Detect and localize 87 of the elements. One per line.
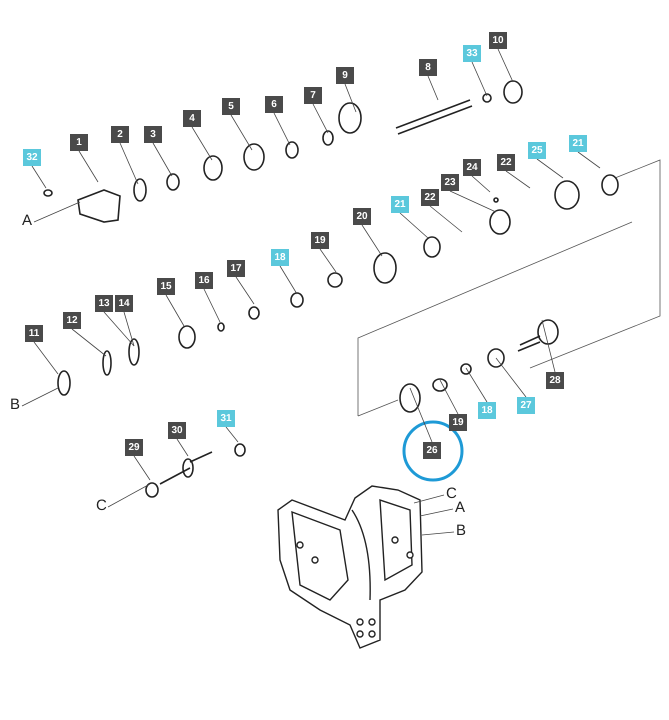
leader-line	[422, 532, 454, 536]
leader-line	[280, 266, 298, 294]
callout-number: 6	[265, 96, 283, 113]
callout-number: 28	[546, 372, 564, 389]
leader-line	[120, 142, 138, 184]
callout-number: 31	[217, 410, 235, 427]
leader-line	[536, 158, 564, 178]
leader-line	[104, 312, 134, 346]
leader-line	[578, 152, 600, 168]
callout-number: 20	[353, 208, 371, 225]
leader-line	[230, 114, 252, 150]
reference-letter: C	[446, 486, 457, 502]
callout-number: 22	[421, 189, 439, 206]
leader-line	[472, 62, 488, 96]
leader-line	[410, 388, 432, 442]
leader-line	[496, 358, 526, 398]
callout-number: 4	[183, 110, 201, 127]
leader-line	[428, 76, 438, 100]
callout-number: 32	[23, 149, 41, 166]
leader-line	[134, 456, 150, 480]
callout-number: 24	[463, 159, 481, 176]
callout-number: 19	[311, 232, 329, 249]
reference-letter: A	[22, 213, 32, 229]
leader-line	[22, 388, 58, 406]
leader-line	[236, 276, 254, 304]
callout-number: 33	[463, 45, 481, 62]
leader-line	[498, 48, 514, 82]
callout-number: 15	[157, 278, 175, 295]
leader-line	[226, 426, 238, 442]
leader-line	[466, 368, 488, 402]
callout-number: 25	[528, 142, 546, 159]
leader-line	[108, 484, 150, 508]
leader-line	[166, 294, 184, 326]
leader-line	[320, 248, 336, 272]
leader-line	[312, 104, 328, 134]
leader-line	[414, 494, 444, 504]
callout-number: 30	[168, 422, 186, 439]
leader-line	[124, 312, 134, 346]
callout-number: 29	[125, 439, 143, 456]
callout-number: 17	[227, 260, 245, 277]
leader-line	[72, 328, 106, 356]
leader-line	[192, 126, 212, 160]
leader-line	[204, 288, 220, 322]
leader-line	[78, 150, 98, 182]
callout-number: 22	[497, 154, 515, 171]
callout-number: 27	[517, 397, 535, 414]
callout-number: 8	[419, 59, 437, 76]
reference-letter: C	[96, 498, 107, 514]
leader-line	[472, 176, 490, 192]
callout-number: 21	[569, 135, 587, 152]
leader-line	[362, 224, 382, 256]
callout-number: 26	[423, 442, 441, 459]
callout-number: 11	[25, 325, 43, 342]
leader-line	[344, 84, 356, 112]
callout-number: 23	[441, 174, 459, 191]
leader-line	[152, 142, 172, 176]
callout-number: 2	[111, 126, 129, 143]
callout-number: 19	[449, 414, 467, 431]
leader-line	[420, 508, 454, 516]
callout-number: 18	[271, 249, 289, 266]
callout-number: 18	[478, 402, 496, 419]
leader-line	[176, 438, 188, 456]
leader-line	[400, 212, 428, 238]
leader-line	[450, 190, 496, 212]
callout-number: 5	[222, 98, 240, 115]
leader-line	[34, 342, 58, 374]
leader-line	[274, 112, 290, 146]
reference-letter: B	[456, 523, 466, 539]
leader-line	[32, 166, 46, 188]
reference-letter: A	[455, 500, 466, 516]
callout-number: 13	[95, 295, 113, 312]
callout-number: 12	[63, 312, 81, 329]
callout-number: 14	[115, 295, 133, 312]
leader-line	[430, 206, 462, 232]
callout-number: 16	[195, 272, 213, 289]
leader-line	[542, 320, 556, 372]
callout-number: 9	[336, 67, 354, 84]
callout-number: 1	[70, 134, 88, 151]
leader-line	[440, 380, 458, 414]
callout-number: 10	[489, 32, 507, 49]
reference-letter: B	[10, 397, 20, 413]
callout-number: 7	[304, 87, 322, 104]
callout-number: 3	[144, 126, 162, 143]
leader-line	[34, 202, 80, 222]
leader-line	[506, 170, 530, 188]
callout-number: 21	[391, 196, 409, 213]
gearbox-housing-drawing	[277, 485, 423, 649]
